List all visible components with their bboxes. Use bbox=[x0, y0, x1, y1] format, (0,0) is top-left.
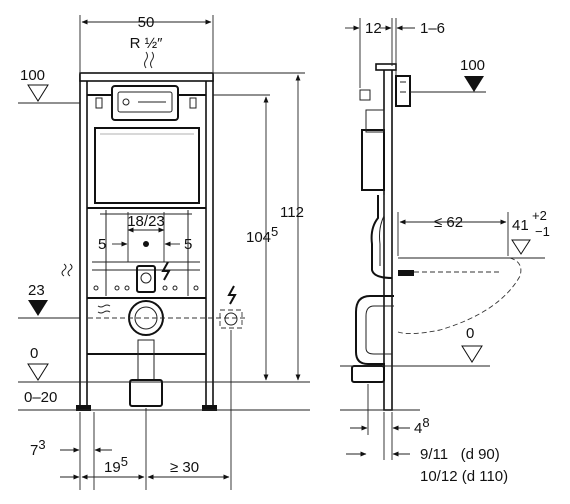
side-level-0-label: 0 bbox=[466, 325, 474, 342]
electric-outlet bbox=[224, 312, 238, 326]
side-drain-elbow bbox=[351, 365, 385, 383]
range-label: 0–20 bbox=[24, 389, 57, 406]
dim-pipe-note-1: 9/11 (d 90) bbox=[420, 446, 500, 463]
dim-width-label: 50 bbox=[138, 14, 155, 31]
side-drain-pipe bbox=[355, 295, 394, 380]
side-frame-top bbox=[375, 63, 397, 71]
side-marker-41 bbox=[511, 239, 531, 255]
dim-41-minus: −1 bbox=[535, 224, 550, 239]
bracket-left bbox=[95, 97, 103, 109]
level-100-label: 100 bbox=[20, 67, 45, 84]
rail-hole bbox=[172, 285, 178, 291]
level-marker-0 bbox=[27, 363, 49, 381]
side-toilet-bowl bbox=[397, 257, 522, 335]
mounting-rail bbox=[92, 261, 200, 271]
dim-pipe-note-2: 10/12 (d 110) bbox=[420, 468, 508, 485]
flush-button-icon bbox=[122, 98, 130, 106]
side-mount-bolt bbox=[398, 270, 414, 276]
dim-41-label: 41 bbox=[512, 217, 529, 234]
valve-knob bbox=[140, 272, 152, 284]
level-marker-23 bbox=[28, 300, 48, 316]
side-drain-pipe-inner bbox=[365, 305, 394, 355]
rail-hole bbox=[114, 285, 120, 291]
level-0-label: 0 bbox=[30, 345, 38, 362]
water-supply-valve bbox=[136, 265, 156, 293]
frame-left-post bbox=[79, 74, 88, 411]
drain-pipe bbox=[137, 339, 155, 381]
level-marker-100 bbox=[27, 84, 49, 102]
dim-19-label: 195 bbox=[104, 454, 128, 476]
cistern bbox=[94, 127, 200, 204]
bracket-right bbox=[189, 97, 197, 109]
flush-plate-inner bbox=[117, 91, 173, 113]
water-wave-icon bbox=[97, 304, 111, 314]
dim-30-label: ≥ 30 bbox=[170, 459, 199, 476]
side-flush-plate bbox=[395, 75, 411, 107]
foot-left bbox=[76, 405, 91, 411]
dim-spacing-label: 18/23 bbox=[127, 213, 165, 230]
dim-right-5-label: 5 bbox=[184, 236, 192, 253]
electric-outlet-box bbox=[219, 309, 243, 329]
supply-center-mark bbox=[143, 241, 149, 247]
electric-icon bbox=[161, 261, 171, 281]
rail-hole bbox=[193, 285, 199, 291]
side-cistern-top bbox=[365, 109, 385, 133]
frame-right-post bbox=[205, 74, 214, 411]
side-cistern bbox=[361, 129, 385, 191]
frame-top-bar bbox=[79, 72, 214, 82]
level-23-label: 23 bbox=[28, 282, 45, 299]
dim-41-plus: +2 bbox=[532, 208, 547, 223]
side-view: 12 1–6 100 ≤ 62 41 +2 −1 0 48 9/11 (d 90… bbox=[340, 18, 550, 485]
pipe-connection-icon bbox=[144, 51, 154, 69]
dim-112-label: 112 bbox=[280, 204, 304, 221]
side-marker-100 bbox=[464, 76, 484, 92]
side-bracket bbox=[359, 89, 371, 101]
rail-hole bbox=[124, 285, 130, 291]
dim-16-label: 1–6 bbox=[420, 20, 445, 37]
foot-right bbox=[202, 405, 217, 411]
flush-plate bbox=[111, 85, 179, 121]
pipe-size-label: R ½″ bbox=[130, 35, 164, 52]
side-level-100-label: 100 bbox=[460, 57, 485, 74]
rail-hole bbox=[93, 285, 99, 291]
side-marker-0 bbox=[461, 345, 483, 363]
electric-icon-outlet bbox=[227, 285, 237, 305]
side-flush-pipe bbox=[370, 195, 393, 279]
dim-4-label: 48 bbox=[414, 415, 430, 437]
dim-62-label: ≤ 62 bbox=[434, 214, 463, 231]
dim-12-label: 12 bbox=[365, 20, 382, 37]
dim-left-5-label: 5 bbox=[98, 236, 106, 253]
water-supply-icon bbox=[61, 263, 73, 277]
drain-elbow bbox=[129, 379, 163, 407]
dim-104-label: 1045 bbox=[246, 224, 278, 246]
front-view: 50 R ½″ 100 23 0 0–20 1045 112 18/23 5 5… bbox=[18, 14, 310, 490]
side-frame-post bbox=[383, 67, 393, 411]
rail-hole bbox=[162, 285, 168, 291]
dim-7-label: 73 bbox=[30, 437, 46, 459]
side-flush-pipe-inner bbox=[379, 195, 385, 266]
